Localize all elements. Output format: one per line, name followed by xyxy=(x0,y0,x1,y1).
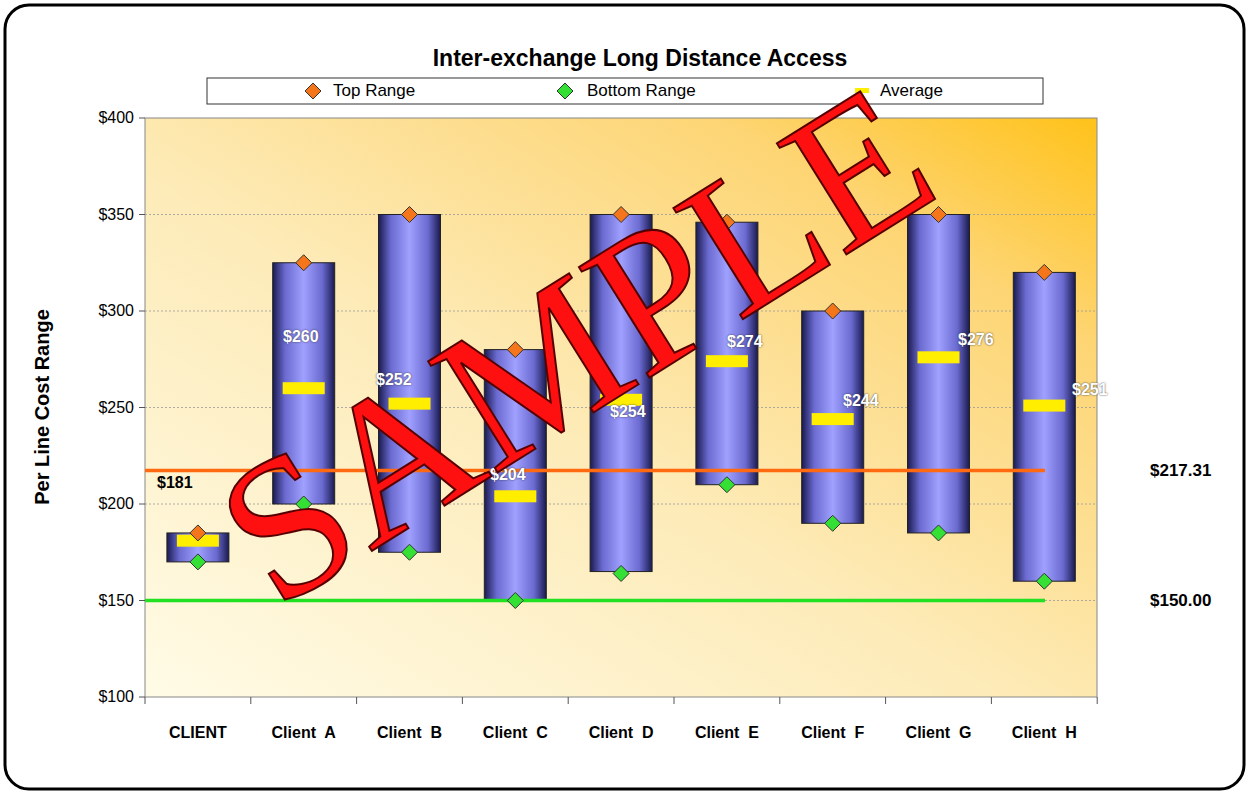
tick-mark xyxy=(568,697,569,704)
reference-value: $217.31 xyxy=(1150,461,1211,481)
bottom-range-marker xyxy=(719,477,735,493)
axis-tick: $250 xyxy=(98,399,134,417)
average-mark xyxy=(812,413,854,425)
bottom-range-marker xyxy=(613,565,629,581)
category-label: Client D xyxy=(589,724,654,742)
range-bar xyxy=(908,215,970,533)
bottom-range-marker xyxy=(507,593,523,609)
tick-mark xyxy=(991,697,992,704)
average-mark xyxy=(918,351,960,363)
legend-text: Average xyxy=(880,81,943,101)
range-bar xyxy=(1013,272,1075,581)
legend-text: Top Range xyxy=(333,81,415,101)
tick-mark xyxy=(250,697,251,704)
tick-mark xyxy=(139,697,145,698)
axis-tick: $150 xyxy=(98,592,134,610)
frame xyxy=(5,5,1244,789)
tick-mark xyxy=(139,311,145,312)
category-label: Client B xyxy=(377,724,442,742)
bottom-range-marker xyxy=(190,554,206,570)
tick-mark xyxy=(779,697,780,704)
reference-value: $150.00 xyxy=(1150,591,1211,611)
category-label: Client E xyxy=(695,724,759,742)
tick-mark xyxy=(356,697,357,704)
tick-mark xyxy=(885,697,886,704)
average-value: $244 xyxy=(843,392,879,410)
tick-mark xyxy=(674,697,675,704)
average-mark xyxy=(1023,400,1065,412)
average-value: $181 xyxy=(157,474,193,492)
category-label: Client G xyxy=(906,724,972,742)
legend-box xyxy=(207,78,1043,104)
category-label: Client H xyxy=(1012,724,1077,742)
bottom-range-marker xyxy=(825,515,841,531)
category-label: Client F xyxy=(801,724,864,742)
axis-tick: $400 xyxy=(98,109,134,127)
top-range-marker xyxy=(1036,264,1052,280)
legend-sample xyxy=(557,83,573,99)
top-range-marker xyxy=(402,207,418,223)
bottom-range-marker xyxy=(931,525,947,541)
tick-mark xyxy=(139,118,145,119)
average-value: $251 xyxy=(1072,381,1108,399)
category-label: Client A xyxy=(272,724,336,742)
tick-mark xyxy=(139,214,145,215)
chart-title: Inter-exchange Long Distance Access xyxy=(433,45,848,72)
axis-tick: $200 xyxy=(98,495,134,513)
average-value: $276 xyxy=(958,331,994,349)
tick-mark xyxy=(1097,697,1098,704)
axis-tick: $300 xyxy=(98,302,134,320)
tick-mark xyxy=(462,697,463,704)
category-label: Client C xyxy=(483,724,548,742)
top-range-marker xyxy=(190,525,206,541)
range-bar xyxy=(802,311,864,523)
axis-tick: $350 xyxy=(98,206,134,224)
top-range-marker xyxy=(296,255,312,271)
category-label: CLIENT xyxy=(169,724,227,742)
tick-mark xyxy=(139,504,145,505)
average-value: $260 xyxy=(283,328,319,346)
tick-mark xyxy=(139,407,145,408)
tick-mark xyxy=(145,697,146,704)
legend-text: Bottom Range xyxy=(587,81,696,101)
bottom-range-marker xyxy=(1036,573,1052,589)
axis-tick: $100 xyxy=(98,688,134,706)
legend-sample xyxy=(305,83,321,99)
tick-mark xyxy=(139,600,145,601)
axis-title: Per Line Cost Range xyxy=(31,309,54,505)
